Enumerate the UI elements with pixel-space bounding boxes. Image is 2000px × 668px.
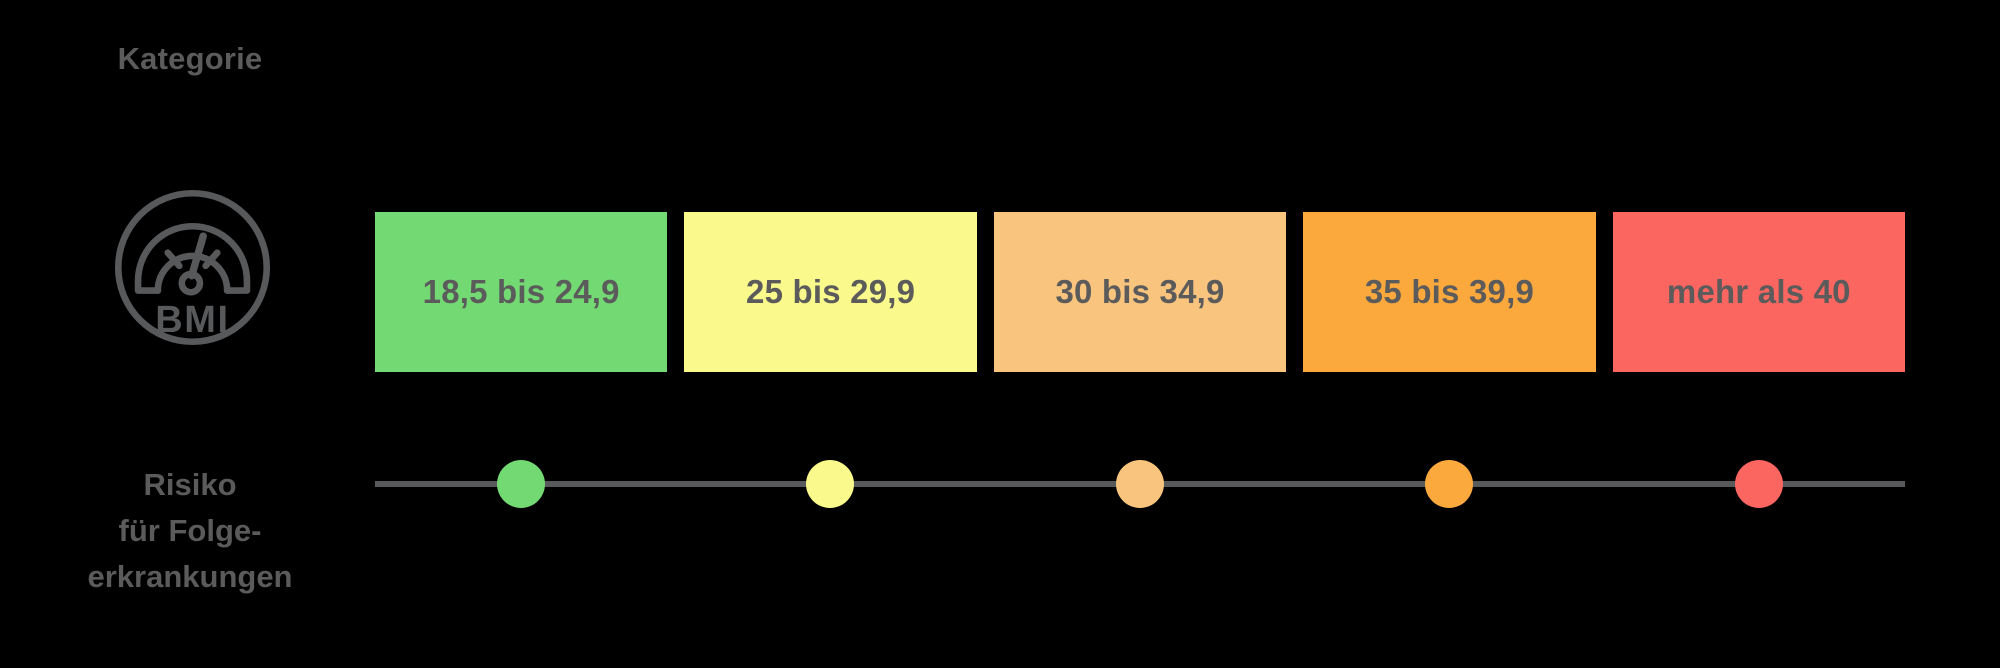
risk-dot[interactable]	[497, 460, 545, 508]
category-heading: Kategorie	[117, 41, 263, 76]
risk-scale	[375, 455, 1905, 513]
risk-heading: Risiko für Folge- erkrankungen	[0, 462, 380, 600]
risk-dot[interactable]	[806, 460, 854, 508]
category-boxes: 18,5 bis 24,9 25 bis 29,9 30 bis 34,9 35…	[375, 212, 1906, 372]
risk-heading-line-2: für Folge-	[118, 512, 262, 548]
bmi-icon-caption: BMI	[155, 299, 230, 341]
bmi-gauge-icon: BMI	[110, 185, 275, 350]
risk-dot[interactable]	[1116, 460, 1164, 508]
category-box[interactable]: 35 bis 39,9	[1303, 212, 1596, 372]
category-box[interactable]: mehr als 40	[1612, 212, 1906, 372]
risk-heading-line-1: Risiko	[143, 467, 237, 502]
category-box[interactable]: 18,5 bis 24,9	[375, 212, 668, 372]
category-box[interactable]: 25 bis 29,9	[684, 212, 977, 372]
risk-dot[interactable]	[1735, 460, 1783, 508]
risk-dot[interactable]	[1425, 460, 1473, 508]
category-box[interactable]: 30 bis 34,9	[993, 212, 1287, 372]
risk-heading-line-3: erkrankungen	[87, 558, 293, 594]
